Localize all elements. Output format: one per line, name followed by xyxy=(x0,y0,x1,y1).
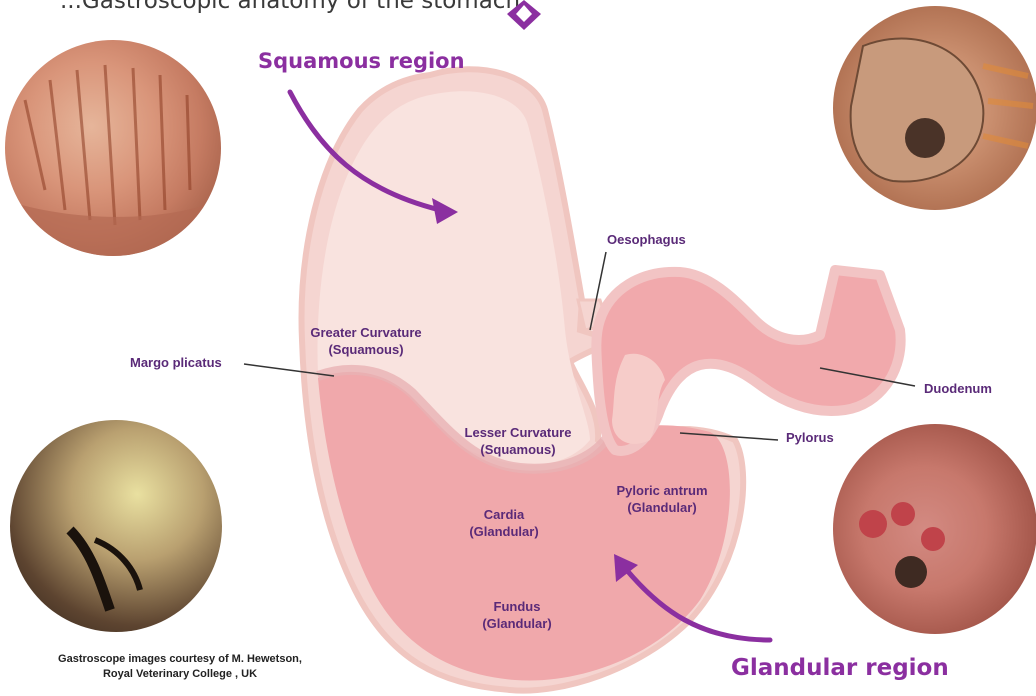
pyloric-antrum-label: Pyloric antrum (Glandular) xyxy=(616,482,707,516)
gastroscope-photo-pylorus-squamous xyxy=(833,6,1036,210)
lesser-curvature-name: Lesser Curvature xyxy=(465,424,572,441)
glandular-region-title: Glandular region xyxy=(731,655,949,681)
image-credit-line-2: Royal Veterinary College , UK xyxy=(30,667,330,682)
fundus-type: (Glandular) xyxy=(482,615,551,632)
greater-curvature-name: Greater Curvature xyxy=(310,324,421,341)
pyloric-antrum-name: Pyloric antrum xyxy=(616,482,707,499)
image-credit-line-1: Gastroscope images courtesy of M. Hewets… xyxy=(30,652,330,667)
gastroscope-photo-squamous xyxy=(5,40,221,256)
lesser-curvature-type: (Squamous) xyxy=(465,441,572,458)
image-credit: Gastroscope images courtesy of M. Hewets… xyxy=(30,652,330,682)
fundus-label: Fundus (Glandular) xyxy=(482,598,551,632)
gastroscope-photo-pylorus-glandular xyxy=(833,424,1036,634)
pyloric-antrum-type: (Glandular) xyxy=(616,499,707,516)
greater-curvature-type: (Squamous) xyxy=(310,341,421,358)
pylorus-label: Pylorus xyxy=(786,430,834,445)
margo-plicatus-label: Margo plicatus xyxy=(130,355,222,370)
oesophagus-label: Oesophagus xyxy=(607,232,686,247)
duodenum-label: Duodenum xyxy=(924,381,992,396)
cardia-label: Cardia (Glandular) xyxy=(469,506,538,540)
lesser-curvature-label: Lesser Curvature (Squamous) xyxy=(465,424,572,458)
squamous-region-title: Squamous region xyxy=(258,49,465,73)
cardia-type: (Glandular) xyxy=(469,523,538,540)
gastroscope-photo-margo-plicatus xyxy=(10,420,222,632)
cardia-name: Cardia xyxy=(469,506,538,523)
fundus-name: Fundus xyxy=(482,598,551,615)
greater-curvature-label: Greater Curvature (Squamous) xyxy=(310,324,421,358)
